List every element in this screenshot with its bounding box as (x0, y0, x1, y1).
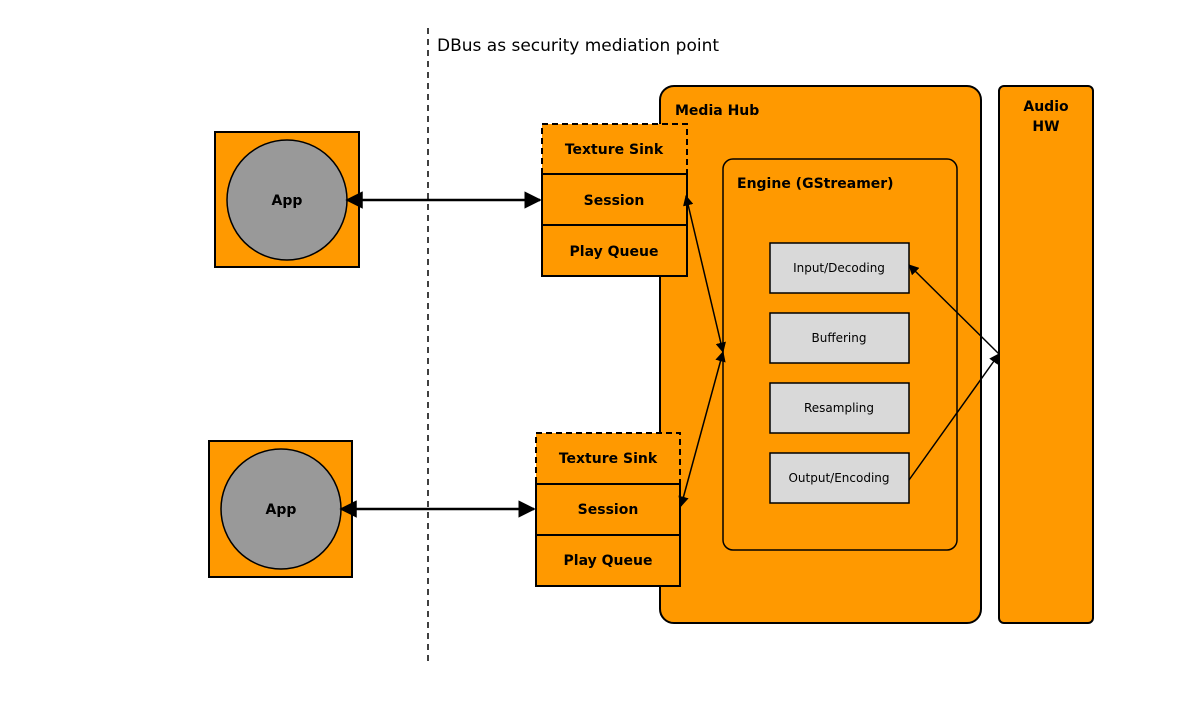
play-queue-label: Play Queue (570, 244, 659, 260)
session2-engine-arrow (678, 350, 726, 508)
dbus-caption: DBus as security mediation point (437, 36, 719, 56)
play-queue-label: Play Queue (564, 553, 653, 569)
stage-output-encoding: Output/Encoding (769, 452, 910, 504)
stage-label: Resampling (804, 401, 874, 415)
output-audiohw-arrow (908, 353, 1000, 481)
audio-hw-label-line1: Audio (1023, 99, 1069, 115)
texture-sink-label: Texture Sink (559, 451, 658, 467)
stage-resampling: Resampling (769, 382, 910, 434)
play-queue-box (535, 534, 681, 587)
engine-title: Engine (GStreamer) (737, 176, 894, 192)
session-stack-1: Texture Sink Session Play Queue (541, 123, 688, 277)
audio-hw-label-line2: HW (1032, 119, 1059, 135)
media-hub-title: Media Hub (675, 103, 759, 119)
session1-engine-arrow (683, 194, 726, 354)
session-box (535, 483, 681, 536)
audiohw-input-arrow (908, 264, 1000, 355)
session-label: Session (578, 502, 639, 518)
session-label: Session (584, 193, 645, 209)
stage-label: Output/Encoding (788, 471, 889, 485)
texture-sink-box (541, 123, 688, 175)
session-stack-2: Texture Sink Session Play Queue (535, 432, 681, 587)
app-node-2: App (208, 440, 353, 578)
app-label-1: App (272, 193, 303, 209)
app-node-1: App (214, 131, 360, 268)
app-label-2: App (266, 502, 297, 518)
stage-label: Input/Decoding (793, 261, 885, 275)
stage-input-decoding: Input/Decoding (769, 242, 910, 294)
stage-label: Buffering (812, 331, 867, 345)
stage-buffering: Buffering (769, 312, 910, 364)
texture-sink-label: Texture Sink (565, 142, 664, 158)
audio-hw-block: Audio HW (998, 85, 1094, 624)
session-box (541, 173, 688, 226)
texture-sink-box (535, 432, 681, 485)
